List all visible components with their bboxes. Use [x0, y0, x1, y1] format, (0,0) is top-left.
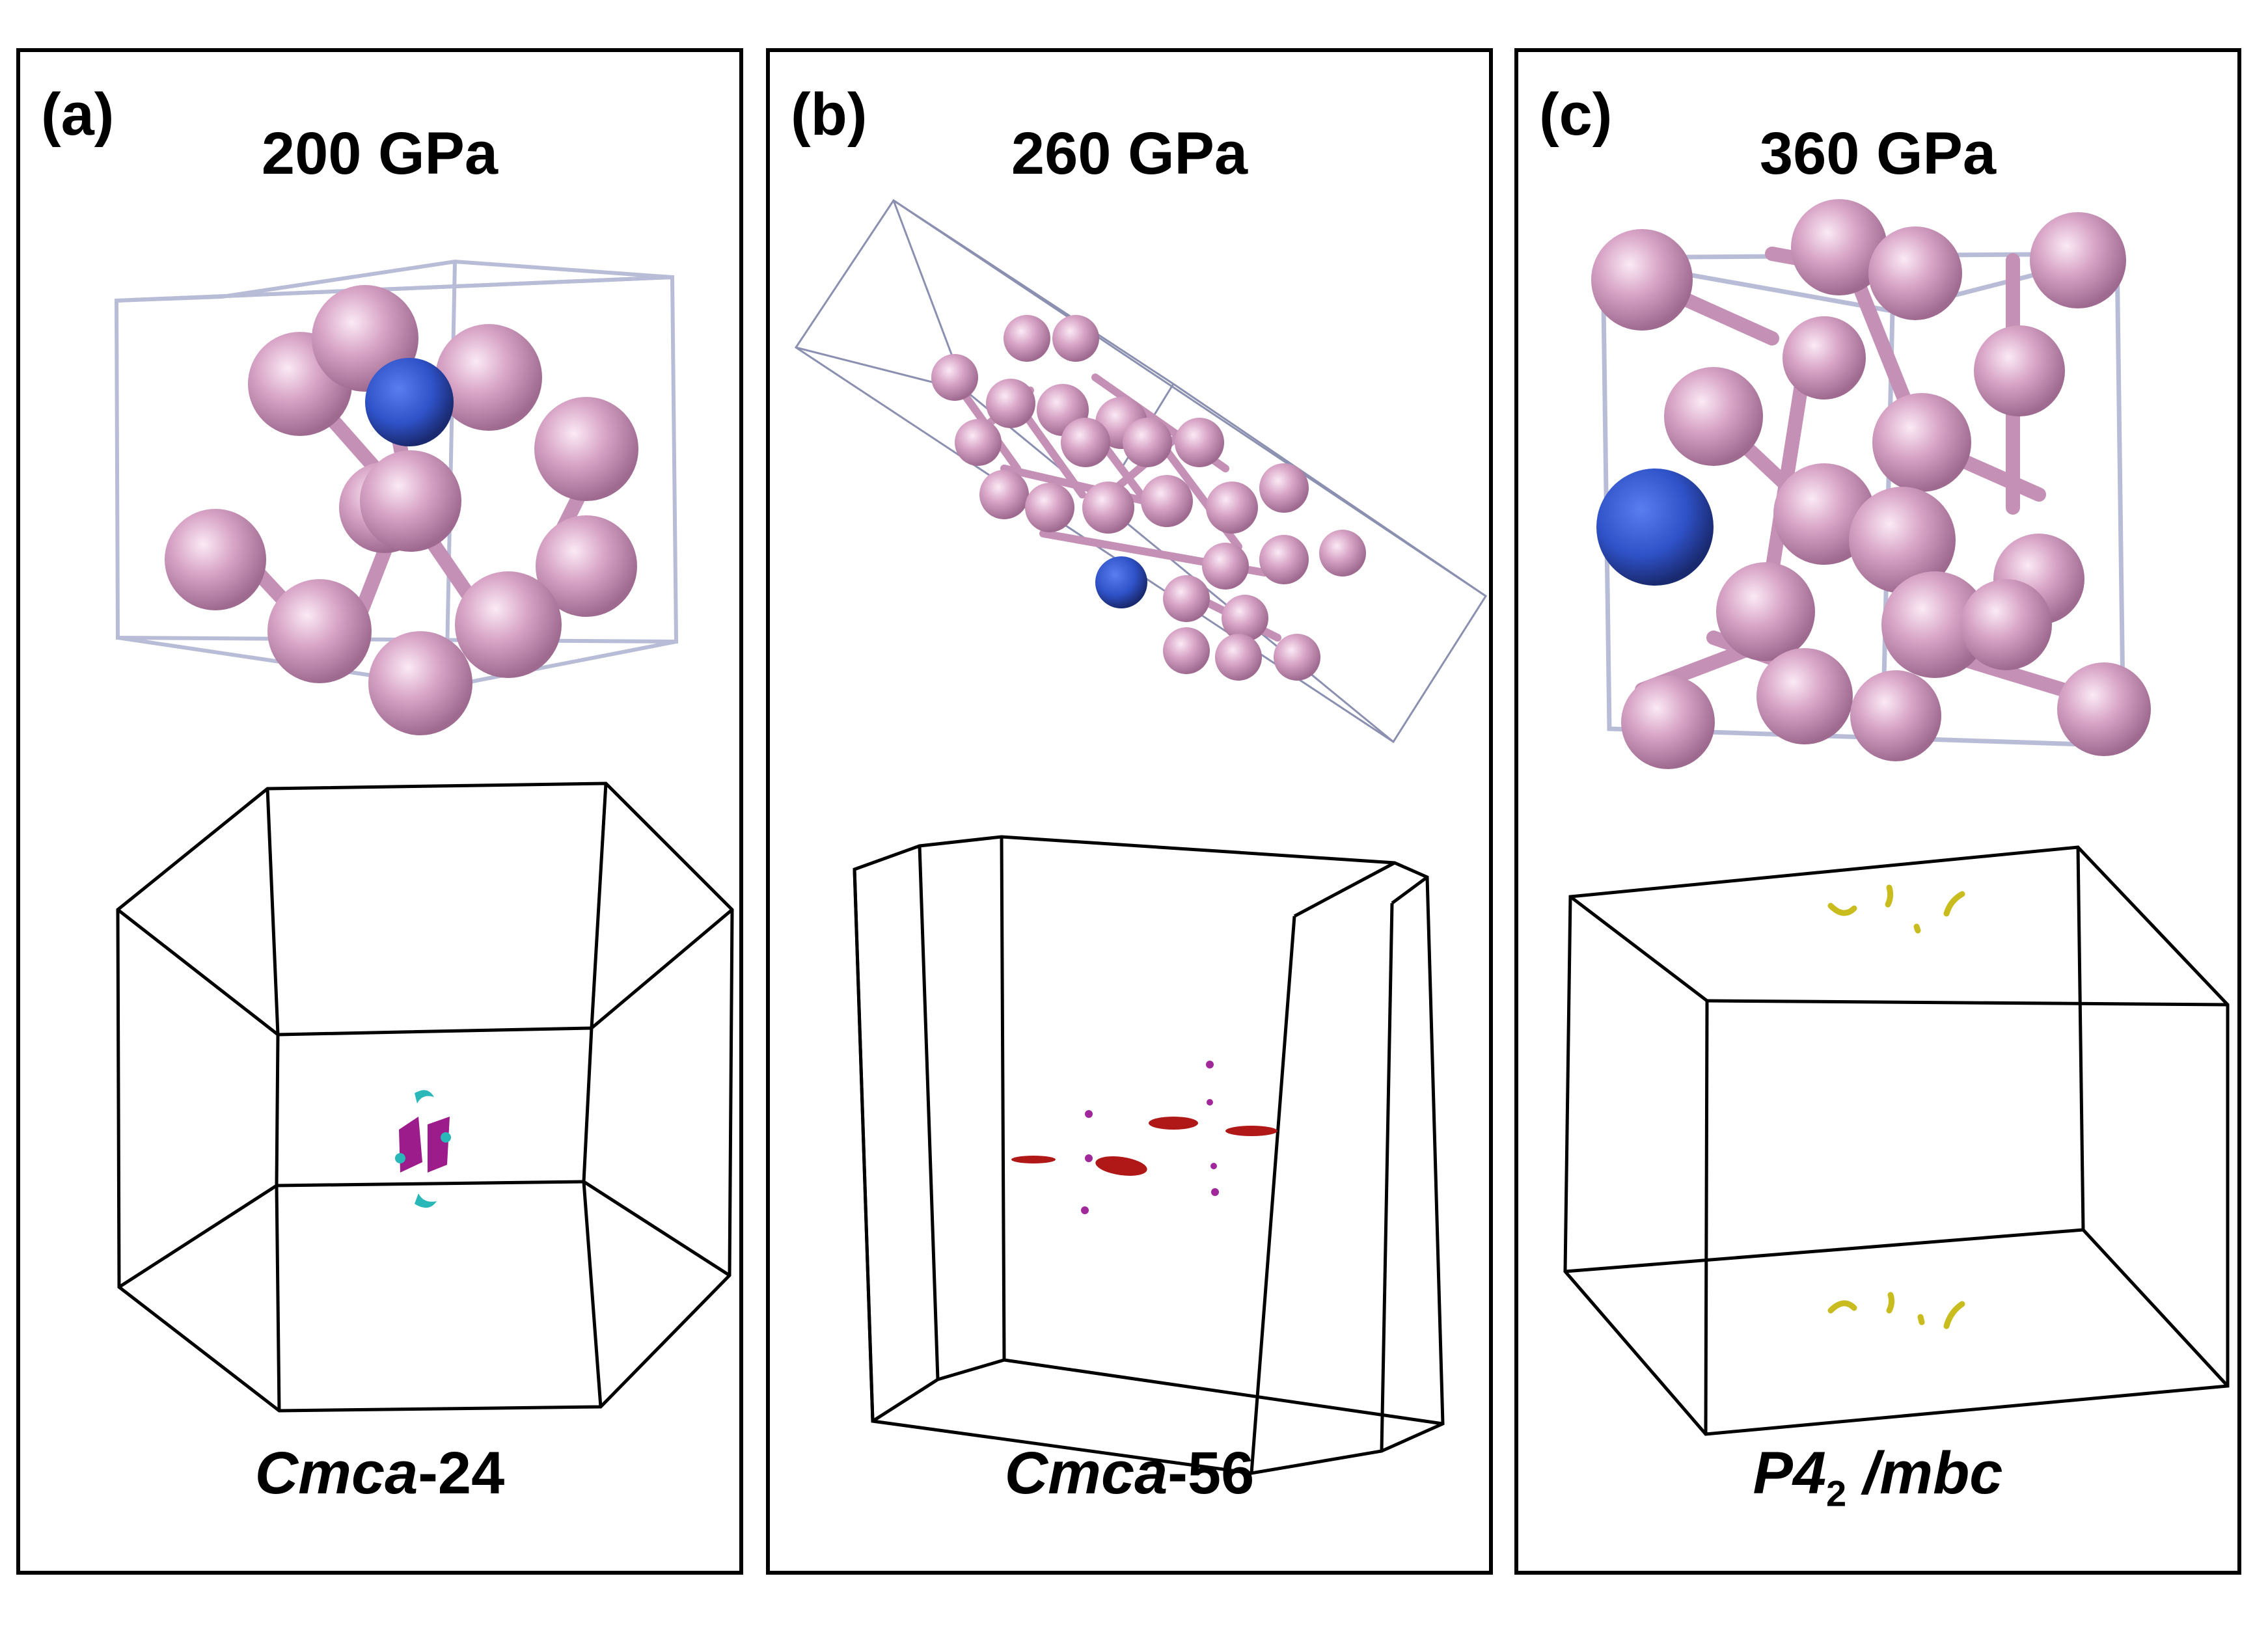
atoms: [1591, 199, 2151, 769]
panel-letter: (a): [41, 81, 115, 148]
panel-letter: (c): [1539, 81, 1613, 148]
crystal-and-brillouin-zone-b: [794, 198, 1488, 1475]
panel-b: (b) 260 GPa: [766, 48, 1493, 1575]
pressure-label: 260 GPa: [1011, 120, 1248, 187]
dopant-atom: [1596, 469, 1714, 586]
brillouin-zone: [116, 781, 734, 1413]
phase-label: Cmca-24: [254, 1440, 505, 1506]
fermi-surface-a: [395, 1090, 451, 1208]
panel-c: (c) 360 GPa: [1514, 48, 2241, 1575]
brillouin-zone: [853, 835, 1445, 1475]
atoms: [931, 315, 1366, 681]
crystal-and-brillouin-zone-a: [114, 259, 734, 1413]
fermi-surface-c: [1827, 884, 1965, 1329]
pressure-label: 360 GPa: [1759, 120, 1997, 187]
dopant-atom: [365, 358, 454, 446]
phase-label: P42 /mbc: [1753, 1440, 2003, 1514]
crystal-and-brillouin-zone-c: [1563, 199, 2230, 1436]
brillouin-zone: [1563, 845, 2230, 1436]
panel-letter: (b): [791, 81, 868, 148]
panel-a: (a) 200 GPa: [16, 48, 743, 1575]
fermi-surface-b: [1011, 1061, 1277, 1214]
phase-label: Cmca-56: [1004, 1440, 1255, 1506]
atoms: [165, 285, 638, 735]
pressure-label: 200 GPa: [261, 120, 499, 187]
dopant-atom: [1095, 556, 1147, 608]
